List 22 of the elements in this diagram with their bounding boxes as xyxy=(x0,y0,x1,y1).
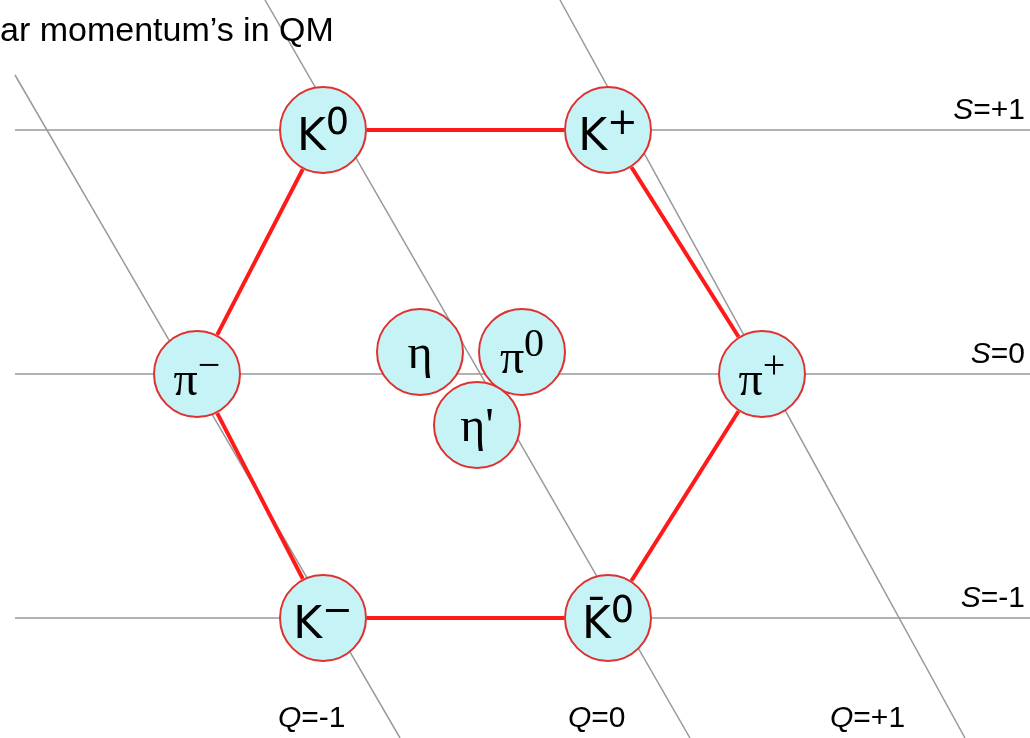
connector-line xyxy=(367,128,564,132)
particle-symbol: K$^{−}$ xyxy=(293,591,353,645)
particle-symbol: K$^{+}$ xyxy=(578,103,638,157)
particle-symbol: K$^{0}$ xyxy=(296,103,350,157)
connector-line xyxy=(629,166,741,338)
particle-symbol: η xyxy=(407,328,433,376)
charge-label: Q=+1 xyxy=(830,700,906,734)
particle-symbol: π$^{0}$ xyxy=(499,323,545,381)
connector-line xyxy=(215,412,305,580)
title: ar momentum’s in QM xyxy=(0,10,334,49)
connector-line xyxy=(629,410,741,582)
particle-symbol: π$^{+}$ xyxy=(738,345,786,403)
charge-label: Q=-1 xyxy=(278,700,346,734)
particle-symbol: K̄$^{0}$ xyxy=(581,591,635,645)
connector-line xyxy=(215,168,305,336)
strangeness-label: S=0 xyxy=(970,336,1025,370)
connector-line xyxy=(367,616,564,620)
strangeness-label: S=-1 xyxy=(960,580,1025,614)
charge-label: Q=0 xyxy=(568,700,626,734)
particle-symbol: π$^{−}$ xyxy=(173,345,221,403)
strangeness-label: S=+1 xyxy=(953,92,1025,126)
particle-symbol: η' xyxy=(460,401,494,449)
